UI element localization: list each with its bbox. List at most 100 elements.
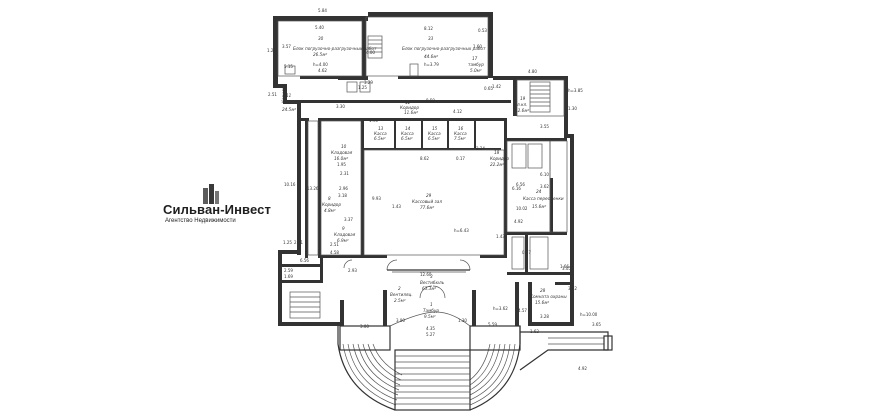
room-33: 33 Блок погрузочно-разгрузочных работ 44… xyxy=(402,36,486,59)
room-name: Коридор xyxy=(281,84,286,103)
room-number: 18 xyxy=(494,150,500,155)
dim: 2.24 xyxy=(302,322,311,327)
dim: 0.57 xyxy=(522,250,531,255)
room-15: 15 Касса 6.5м² xyxy=(428,126,441,141)
dim: 9.93 xyxy=(372,196,381,201)
room-18: 18 Коридор 22.2м² xyxy=(490,150,509,167)
room-name: Вентиляц. xyxy=(390,292,413,297)
dim: 3.37 xyxy=(344,217,353,222)
room-name: Коридор xyxy=(490,156,509,161)
dim: 13.26 xyxy=(307,186,319,191)
room-area: 7.5м² xyxy=(454,136,466,141)
dim: h=3.79 xyxy=(424,62,439,67)
dim: 5.40 xyxy=(315,25,324,30)
room-2: 2 Вентиляц. 2.5м² xyxy=(390,286,413,303)
dim: 2.59 xyxy=(284,268,293,273)
dim: 5.15 xyxy=(284,64,293,69)
room-number: 16 xyxy=(458,126,464,131)
dim: 3.65 xyxy=(592,322,601,327)
entrance-steps xyxy=(337,325,613,411)
dim: 4.80 xyxy=(528,69,537,74)
room-name: Тамбур xyxy=(423,308,439,313)
dim: 3.28 xyxy=(540,314,549,319)
room-area: 77.6м² xyxy=(420,205,434,210)
room-name: Коридор xyxy=(400,105,419,110)
room-area: 26.5м² xyxy=(313,52,327,57)
dim: 3.12 xyxy=(568,286,577,291)
room-area: 15.6м² xyxy=(532,204,546,209)
dim: 4.35 xyxy=(426,326,435,331)
dim: 3.05 xyxy=(562,266,571,271)
room-9: 9 Кладовая 6.9м² xyxy=(334,226,356,243)
dim: 8.59 xyxy=(426,98,435,103)
dim: 4.57 xyxy=(518,308,527,313)
room-number: 33 xyxy=(428,36,434,41)
dim: 4.62 xyxy=(318,68,327,73)
dim: 1.95 xyxy=(337,162,346,167)
room-name: Блок погрузочно-разгрузочных работ xyxy=(293,46,377,51)
room-name: Кладовая xyxy=(334,232,356,237)
dim: 1.66 xyxy=(560,264,569,269)
dim: 3.57 xyxy=(282,44,291,49)
room-area: 12.6м² xyxy=(515,108,529,113)
room-area: 6.5м² xyxy=(428,136,440,141)
outer-walls xyxy=(273,12,574,326)
room-area: 4.8м² xyxy=(324,208,336,213)
stair-upper-right xyxy=(529,81,551,113)
dim: 10.16 xyxy=(284,182,296,187)
dim: h=3.85 xyxy=(568,88,583,93)
dim: 5.59 xyxy=(488,322,497,327)
dim: 1.43 xyxy=(392,204,401,209)
dimension-labels: 5.84 5.40 8.12 1.27 3.57 4.00 5.15 4.62 … xyxy=(267,8,601,371)
room-10: 10 Кладовая 16.0м² xyxy=(331,144,353,161)
agency-name: Сильван-Инвест xyxy=(163,202,271,217)
dim: 4.92 xyxy=(578,366,587,371)
room-16: 16 Касса 7.5м² xyxy=(454,126,467,141)
dim: 5.84 xyxy=(318,8,327,13)
dim: 2.51 xyxy=(268,92,277,97)
dim: 1.60 xyxy=(473,44,482,49)
dim: h=10.00 xyxy=(580,312,598,317)
room-labels: 30 Блок погрузочно-разгрузочных работ 26… xyxy=(281,36,567,319)
dim: 6.56 xyxy=(300,258,309,263)
dim: 1.25 xyxy=(358,85,367,90)
room-name: Блок погрузочно-разгрузочных работ xyxy=(402,46,486,51)
room-number: 12 xyxy=(405,100,411,105)
room-area: 22.2м² xyxy=(490,162,504,167)
room-number: 8 xyxy=(328,196,331,201)
dim: 1.43 xyxy=(496,234,505,239)
dim: 5.27 xyxy=(426,332,435,337)
room-12: 12 Коридор 11.6м² xyxy=(400,100,419,115)
room-8: 8 Коридор 4.8м² xyxy=(322,196,341,213)
dim: 0.53 xyxy=(478,28,487,33)
room-number: 14 xyxy=(405,126,411,131)
room-number: 11 xyxy=(286,93,292,98)
dim: 6.56 xyxy=(516,182,525,187)
room-3: 3 Вестибюль 63.3м² xyxy=(420,274,445,291)
dim: 4.00 xyxy=(366,50,375,55)
room-name: Касса xyxy=(454,131,467,136)
room-29: 29 Кассовый зал 77.6м² xyxy=(412,193,442,210)
dim: 8.12 xyxy=(424,26,433,31)
room-number: 24 xyxy=(536,189,542,194)
room-19: 19 л.кл. 12.6м² xyxy=(515,96,529,113)
room-area: 11.6м² xyxy=(404,110,418,115)
room-name: Кассовый зал xyxy=(412,199,442,204)
room-area: 63.3м² xyxy=(422,286,436,291)
room-area: 6.5м² xyxy=(374,136,386,141)
dim: 2.51 xyxy=(330,242,339,247)
dim: 1.69 xyxy=(284,274,293,279)
dim: 1.27 xyxy=(267,48,276,53)
dim: 8.62 xyxy=(420,156,429,161)
room-number: 1 xyxy=(430,302,433,307)
room-name: Вестибюль xyxy=(420,280,445,285)
room-30: 30 Блок погрузочно-разгрузочных работ 26… xyxy=(293,36,377,57)
dim: 1.30 xyxy=(458,318,467,323)
stair-lower-left xyxy=(289,291,321,319)
room-name: Коридор xyxy=(322,202,341,207)
dim: 2.31 xyxy=(340,171,349,176)
dim: 4.12 xyxy=(453,109,462,114)
room-number: 19 xyxy=(520,96,526,101)
dim: 2.24 xyxy=(476,146,485,151)
